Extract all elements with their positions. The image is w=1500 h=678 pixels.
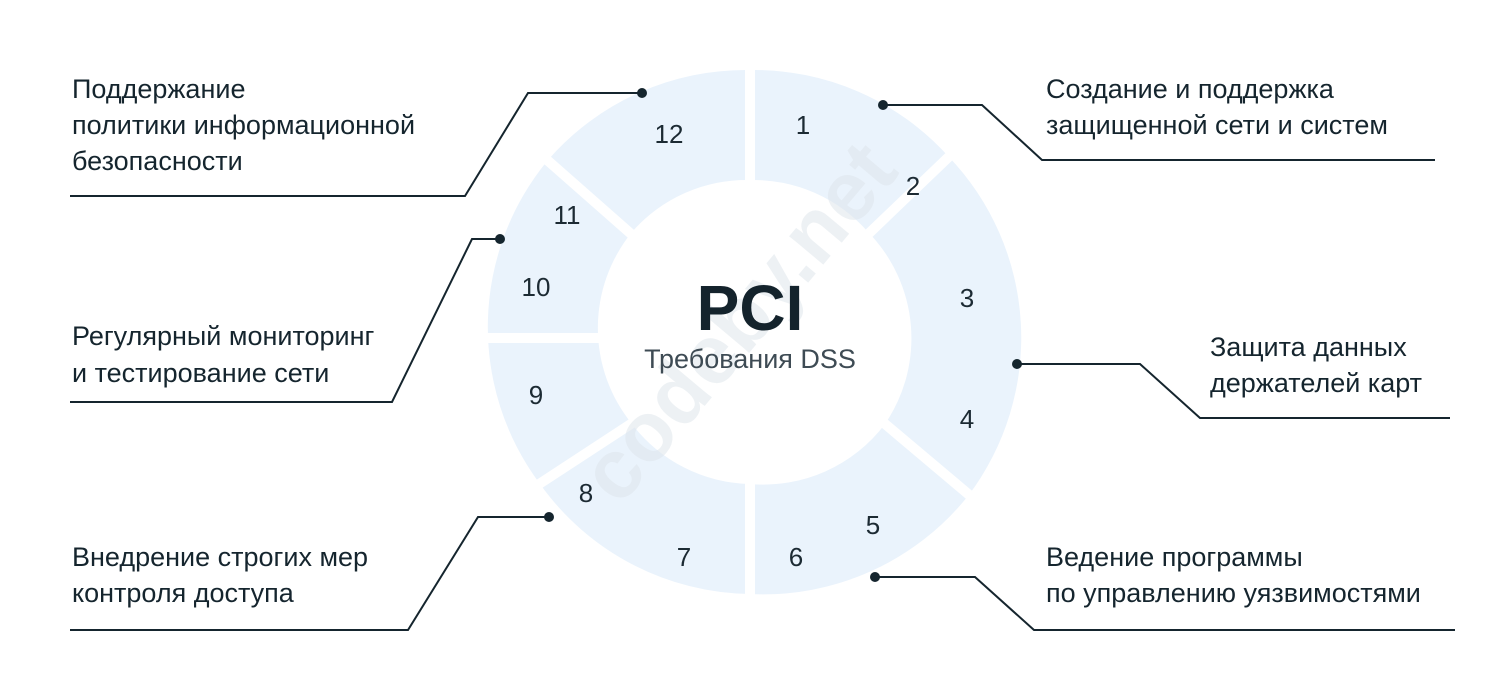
requirement-number-3: 3 [960, 283, 974, 313]
leader-line-secure-network [883, 104, 1435, 161]
goal-label-vulnerability-management: Ведение программы по управлению уязвимос… [1046, 542, 1421, 608]
goal-label-security-policy: Поддержание политики информационной безо… [72, 74, 423, 176]
requirement-number-10: 10 [522, 272, 551, 302]
ring-gaps [476, 60, 984, 604]
ring-segment-5-6 [750, 424, 968, 595]
ring-segment-7-8 [540, 424, 750, 594]
requirements-ring [476, 60, 1022, 604]
requirement-number-11: 11 [554, 200, 581, 230]
goal-label-secure-network: Создание и поддержка защищенной сети и с… [1046, 74, 1388, 140]
leader-line-cardholder-data [1017, 363, 1450, 419]
goal-label-monitoring-testing: Регулярный мониторинг и тестирование сет… [72, 321, 382, 388]
requirement-number-7: 7 [677, 542, 691, 572]
pci-subtitle: Требования DSS [644, 344, 856, 374]
ring-segment-9-10-11 [487, 160, 632, 484]
requirement-number-8: 8 [579, 478, 593, 508]
requirement-number-9: 9 [529, 380, 543, 410]
leader-line-security-policy [70, 92, 642, 197]
leader-line-access-control [70, 516, 549, 631]
goal-labels: Создание и поддержка защищенной сети и с… [72, 74, 1422, 608]
goal-label-access-control: Внедрение строгих мер контроля доступа [72, 542, 376, 608]
ring-segment-1-2 [750, 69, 948, 232]
leader-line-vulnerability-management [875, 576, 1455, 631]
ring-segment-12 [548, 69, 750, 233]
requirement-number-2: 2 [906, 171, 920, 201]
requirement-number-5: 5 [866, 510, 880, 540]
leader-lines [70, 88, 1455, 631]
requirement-number-12: 12 [655, 119, 684, 149]
pci-title: PCI [697, 272, 804, 344]
requirement-number-6: 6 [789, 542, 803, 572]
requirement-number-1: 1 [796, 110, 810, 140]
leader-line-monitoring-testing [70, 238, 500, 403]
requirement-number-4: 4 [960, 404, 974, 434]
goal-label-cardholder-data: Защита данных держателей карт [1210, 332, 1422, 398]
ring-segment-3-4 [868, 156, 1022, 496]
